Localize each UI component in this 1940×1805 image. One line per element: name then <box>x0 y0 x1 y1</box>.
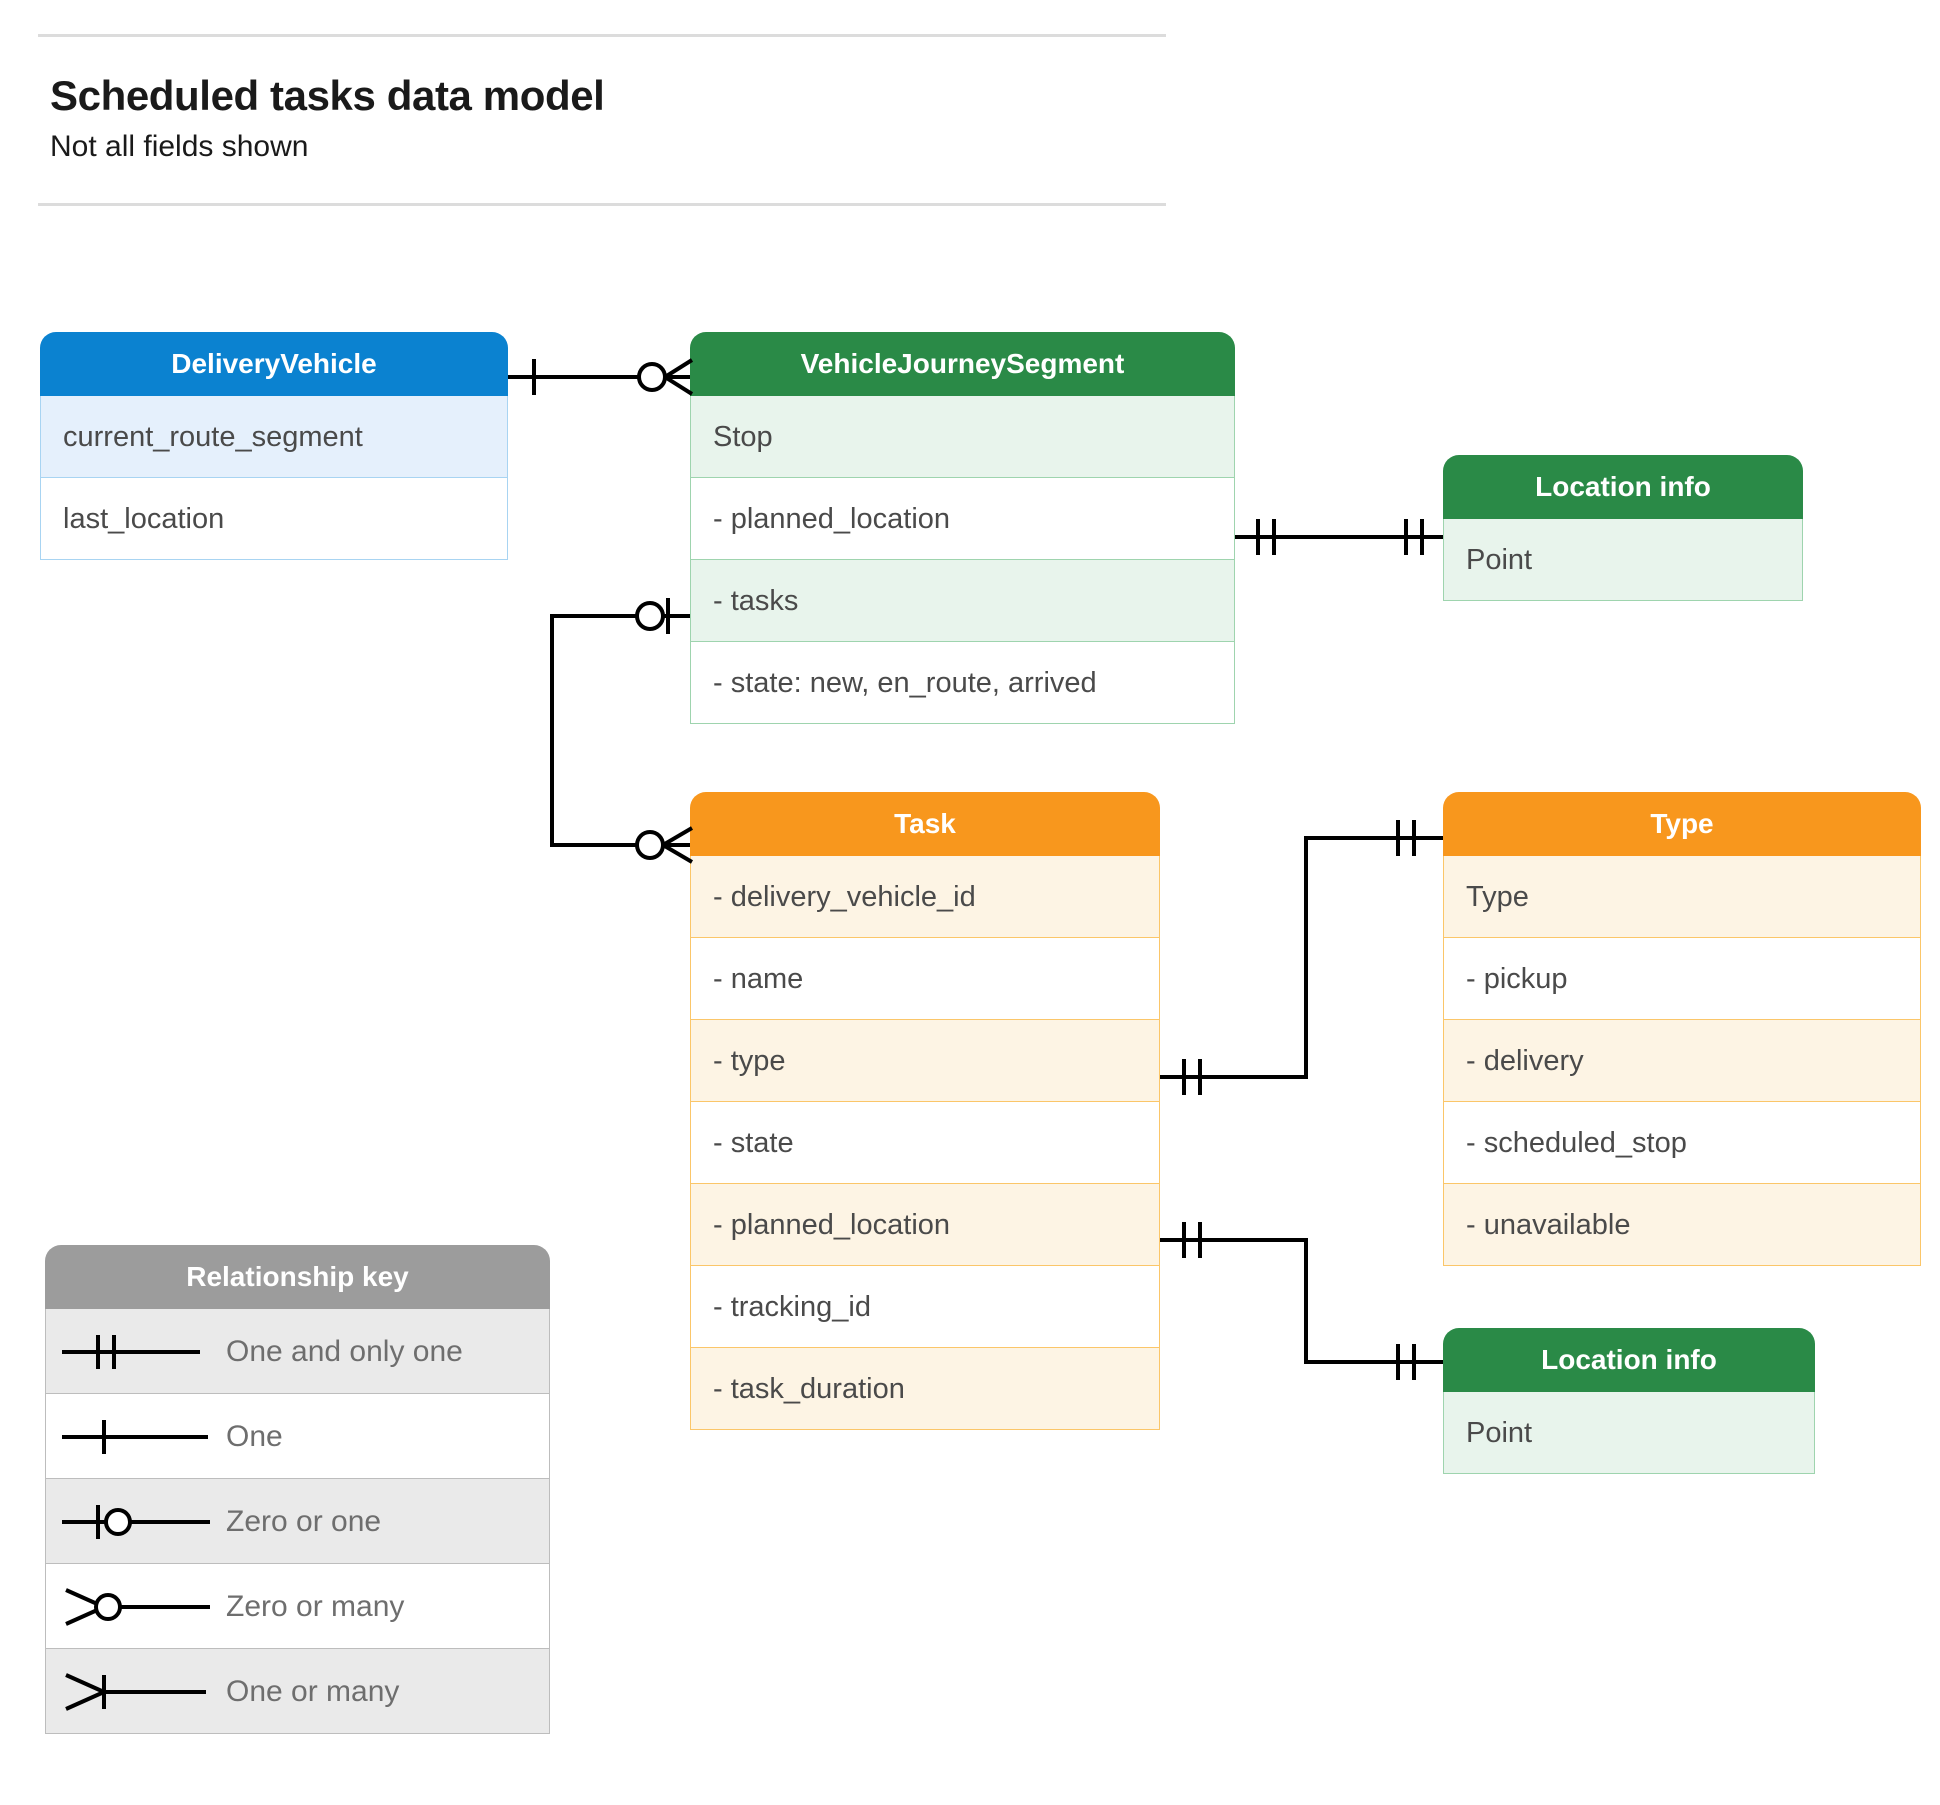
connector-task-type <box>1160 820 1443 1095</box>
one-and-only-one-icon <box>60 1309 220 1393</box>
entity-row[interactable]: - delivery_vehicle_id <box>690 856 1160 938</box>
entity-row[interactable]: - tracking_id <box>690 1266 1160 1348</box>
legend-item-one-and-only-one[interactable]: One and only one <box>45 1309 550 1394</box>
entity-task[interactable]: Task - delivery_vehicle_id - name - type… <box>690 792 1160 1430</box>
connector-journeysegment-task <box>550 598 694 864</box>
entity-vehicle-journey-segment-title: VehicleJourneySegment <box>690 332 1235 396</box>
header-divider-top <box>38 34 1166 37</box>
entity-delivery-vehicle-rows: current_route_segment last_location <box>40 396 508 560</box>
legend-item-label: One and only one <box>226 1335 463 1368</box>
legend-item-one-or-many[interactable]: One or many <box>45 1649 550 1734</box>
entity-row[interactable]: - planned_location <box>690 1184 1160 1266</box>
entity-row[interactable]: Stop <box>690 396 1235 478</box>
entity-delivery-vehicle[interactable]: DeliveryVehicle current_route_segment la… <box>40 332 508 560</box>
entity-delivery-vehicle-title: DeliveryVehicle <box>40 332 508 396</box>
legend-item-label: One <box>226 1420 283 1453</box>
legend-item-zero-or-one[interactable]: Zero or one <box>45 1479 550 1564</box>
entity-location-info-bottom-title: Location info <box>1443 1328 1815 1392</box>
relationship-key-title: Relationship key <box>45 1245 550 1309</box>
relationship-key-rows: One and only one One <box>45 1309 550 1734</box>
entity-type-rows: Type - pickup - delivery - scheduled_sto… <box>1443 856 1921 1266</box>
entity-row[interactable]: Point <box>1443 519 1803 601</box>
entity-row[interactable]: - task_duration <box>690 1348 1160 1430</box>
page-subtitle: Not all fields shown <box>50 130 309 163</box>
legend-item-label: One or many <box>226 1675 400 1708</box>
entity-row[interactable]: - unavailable <box>1443 1184 1921 1266</box>
legend-item-label: Zero or many <box>226 1590 405 1623</box>
entity-location-info-bottom-rows: Point <box>1443 1392 1815 1474</box>
zero-or-one-icon <box>60 1479 220 1563</box>
entity-row[interactable]: - state: new, en_route, arrived <box>690 642 1235 724</box>
entity-type[interactable]: Type Type - pickup - delivery - schedule… <box>1443 792 1921 1266</box>
connector-journeysegment-locationinfo-top <box>1235 519 1443 555</box>
entity-vehicle-journey-segment-rows: Stop - planned_location - tasks - state:… <box>690 396 1235 724</box>
legend-item-zero-or-many[interactable]: Zero or many <box>45 1564 550 1649</box>
entity-location-info-top[interactable]: Location info Point <box>1443 455 1803 601</box>
entity-task-title: Task <box>690 792 1160 856</box>
entity-row[interactable]: Point <box>1443 1392 1815 1474</box>
entity-row[interactable]: current_route_segment <box>40 396 508 478</box>
entity-row[interactable]: - planned_location <box>690 478 1235 560</box>
page-title: Scheduled tasks data model <box>50 72 605 119</box>
entity-row[interactable]: - tasks <box>690 560 1235 642</box>
header-divider-bottom <box>38 203 1166 206</box>
entity-location-info-top-rows: Point <box>1443 519 1803 601</box>
zero-or-many-icon <box>60 1564 220 1648</box>
entity-row[interactable]: - state <box>690 1102 1160 1184</box>
entity-row[interactable]: Type <box>1443 856 1921 938</box>
entity-row[interactable]: - scheduled_stop <box>1443 1102 1921 1184</box>
entity-location-info-bottom[interactable]: Location info Point <box>1443 1328 1815 1474</box>
entity-vehicle-journey-segment[interactable]: VehicleJourneySegment Stop - planned_loc… <box>690 332 1235 724</box>
connector-deliveryvehicle-journeysegment <box>508 358 694 396</box>
relationship-key-legend[interactable]: Relationship key One and only one <box>45 1245 550 1734</box>
connector-task-locationinfo-bottom <box>1160 1222 1443 1380</box>
entity-type-title: Type <box>1443 792 1921 856</box>
one-or-many-icon <box>60 1649 220 1733</box>
entity-row[interactable]: last_location <box>40 478 508 560</box>
legend-item-one[interactable]: One <box>45 1394 550 1479</box>
entity-location-info-top-title: Location info <box>1443 455 1803 519</box>
entity-row[interactable]: - type <box>690 1020 1160 1102</box>
legend-item-label: Zero or one <box>226 1505 382 1538</box>
entity-row[interactable]: - delivery <box>1443 1020 1921 1102</box>
entity-row[interactable]: - name <box>690 938 1160 1020</box>
one-icon <box>60 1394 220 1478</box>
entity-row[interactable]: - pickup <box>1443 938 1921 1020</box>
entity-task-rows: - delivery_vehicle_id - name - type - st… <box>690 856 1160 1430</box>
